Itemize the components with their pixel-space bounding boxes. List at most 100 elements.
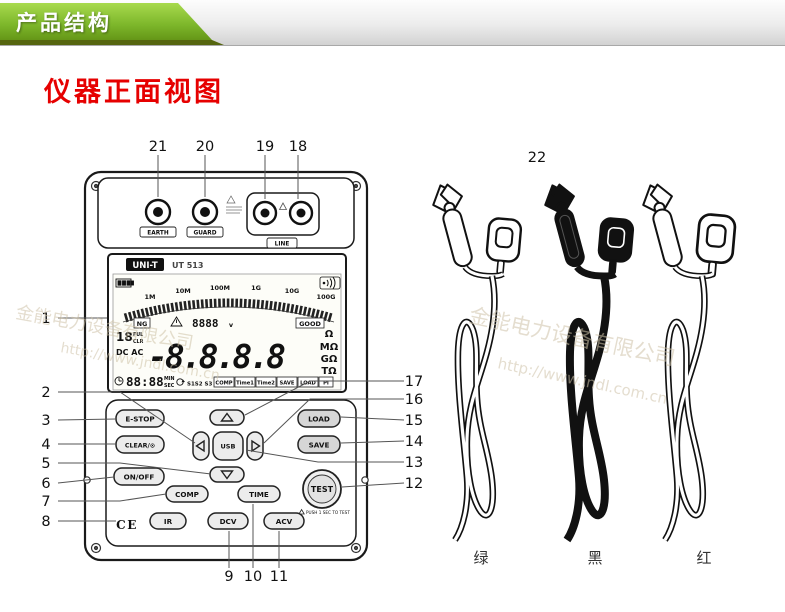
estop-button-label: E-STOP: [125, 415, 154, 424]
left-arrow-button: [192, 431, 210, 461]
control-panel: E-STOP CLEAR/⊙ ON/OFF USB: [105, 399, 357, 547]
estop-button: E-STOP: [115, 409, 165, 428]
brand-logo-plate: [126, 258, 164, 271]
lcd-flag-row: COMP Time1 Time2 SAVE LOAD PI: [213, 376, 334, 388]
green-lead: 绿: [427, 179, 523, 567]
terminal-panel: EARTH GUARD: [97, 177, 355, 249]
right-arrow-icon: [251, 439, 261, 453]
ir-button-label: IR: [164, 517, 173, 526]
leader-line: [58, 391, 196, 444]
flag-time2: Time2: [257, 380, 275, 386]
battery-icon: [115, 278, 134, 288]
cat-rating-marks: [226, 195, 242, 214]
scale-tick-label: 100M: [210, 284, 230, 292]
callout-7: 7: [41, 494, 50, 510]
flag-comp: COMP: [215, 380, 232, 386]
sound-icon: [319, 276, 341, 290]
leader-line: [58, 462, 212, 475]
down-arrow-button: [209, 466, 245, 483]
comp-button: COMP: [165, 485, 209, 503]
probe-plug: [693, 212, 738, 280]
line-terminal: LINE: [246, 192, 320, 249]
warning-icon: [298, 508, 305, 515]
unit-label: GΩ: [321, 354, 338, 365]
red-lead: 红: [637, 179, 738, 567]
callout-13: 13: [405, 455, 423, 471]
earth-terminal: EARTH: [139, 198, 177, 238]
top-banner: 产品结构: [0, 0, 785, 46]
callout-4: 4: [41, 437, 50, 453]
clock-icon: [114, 376, 124, 386]
scale-tick-label: 1G: [251, 284, 261, 292]
left-arrow-icon: [195, 439, 205, 453]
section-title: 仪器正面视图: [44, 77, 224, 108]
onoff-button: ON/OFF: [113, 467, 165, 486]
ng-indicator: NG: [137, 320, 148, 328]
dcv-button: DCV: [207, 512, 249, 530]
banner-ribbon-shadow: [0, 40, 224, 45]
callout-2: 2: [41, 385, 50, 401]
unit-label: TΩ: [321, 366, 337, 377]
dcac-indicator: DC AC: [116, 348, 143, 357]
scale-tick-label: 1M: [145, 293, 156, 301]
acv-button-label: ACV: [276, 517, 293, 526]
usb-button: [212, 431, 244, 461]
timer-value: 88:88: [126, 374, 164, 389]
unit-label: Ω: [325, 329, 334, 340]
up-arrow-icon: [220, 412, 234, 422]
sub-display-unit: v: [229, 321, 234, 329]
comp-button-label: COMP: [175, 490, 199, 499]
clr-indicator: CLR: [133, 339, 144, 345]
callout-1: 1: [41, 311, 50, 327]
guard-terminal: GUARD: [186, 198, 224, 238]
callout-19: 19: [256, 139, 274, 155]
black-lead-label: 黑: [587, 549, 602, 567]
flag-save: SAVE: [280, 380, 295, 386]
load-button-label: LOAD: [308, 415, 330, 424]
good-indicator: GOOD: [299, 320, 321, 328]
memory-number: 18: [116, 330, 133, 344]
callout-6: 6: [41, 476, 50, 492]
callout-9: 9: [224, 569, 233, 585]
test-leads: 绿 黑: [427, 179, 738, 567]
flag-pi: PI: [323, 380, 329, 386]
test-hint-label: PUSH 1 SEC TO TEST: [306, 510, 350, 515]
save-button-label: SAVE: [309, 441, 330, 450]
acv-button: ACV: [263, 512, 305, 530]
repeat-icon: [176, 378, 185, 386]
alligator-clip: [637, 179, 691, 271]
brand-logo: UNI-T: [132, 261, 157, 271]
time-button-label: TIME: [249, 490, 269, 499]
clear-button: CLEAR/⊙: [115, 435, 165, 454]
alligator-clip: [539, 179, 593, 271]
scale-tick-label: 100G: [317, 293, 336, 301]
leader-line: [57, 418, 117, 421]
dcv-button-label: DCV: [220, 517, 237, 526]
sub-display-value: 8888: [192, 317, 219, 330]
main-display-value: -8.8.8.8: [148, 337, 285, 376]
banner-ribbon: 产品结构: [0, 3, 212, 40]
ng-box: [133, 317, 151, 329]
leader-line: [57, 476, 115, 484]
warning-icon: [170, 316, 183, 327]
scale-tick-label: 10M: [175, 287, 191, 295]
probe-plug: [483, 216, 523, 277]
line-terminal-label: LINE: [275, 242, 290, 248]
red-lead-label: 红: [696, 549, 711, 567]
callout-21: 21: [149, 139, 167, 155]
guard-terminal-label: GUARD: [193, 231, 216, 237]
lead-cable: [567, 276, 606, 540]
callout-10: 10: [244, 569, 262, 585]
s123-indicator: S1S2 S3: [187, 382, 212, 388]
leader-line: [245, 449, 404, 463]
unit-label: MΩ: [320, 342, 339, 353]
ce-mark: CE: [116, 518, 138, 532]
usb-button-label: USB: [221, 443, 236, 451]
leader-line: [263, 398, 404, 444]
callout-3: 3: [41, 413, 50, 429]
callout-16: 16: [405, 392, 423, 408]
analog-bargraph-arc: [123, 298, 334, 323]
meter-drawing: EARTH GUARD: [83, 170, 369, 562]
